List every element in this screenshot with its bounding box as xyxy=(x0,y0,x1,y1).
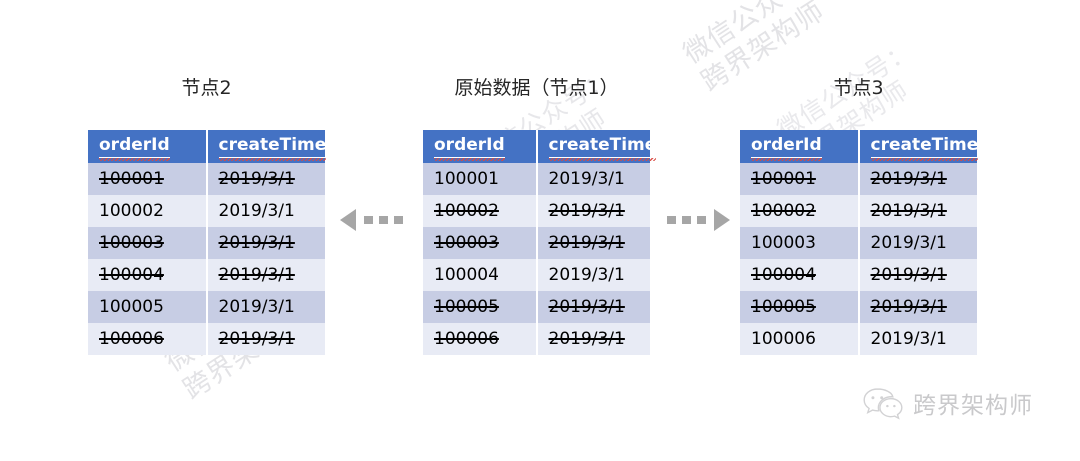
header-label: orderId xyxy=(751,135,822,161)
cell-orderid: 100002 xyxy=(740,195,860,227)
header-label: createTime xyxy=(218,135,327,161)
cell-orderid: 100005 xyxy=(423,291,538,323)
wechat-icon xyxy=(863,388,903,420)
cell-createtime: 2019/3/1 xyxy=(536,291,650,323)
cell-orderid: 100004 xyxy=(423,259,538,291)
cell-createtime: 2019/3/1 xyxy=(206,227,325,259)
header-label: createTime xyxy=(870,135,979,161)
column-header-orderid: orderId xyxy=(423,130,538,163)
column-header-createtime: createTime xyxy=(536,130,657,163)
header-label: createTime xyxy=(548,135,657,161)
cell-createtime: 2019/3/1 xyxy=(858,291,977,323)
cell-createtime: 2019/3/1 xyxy=(536,323,650,355)
arrow-dash xyxy=(697,216,706,224)
cell-createtime: 2019/3/1 xyxy=(858,163,977,195)
header-label: orderId xyxy=(434,135,505,161)
cell-orderid: 100002 xyxy=(88,195,208,227)
arrow-dash xyxy=(394,216,403,224)
arrow-head-right xyxy=(714,209,730,231)
brand-footer: 跨界架构师 xyxy=(862,386,1033,420)
cell-orderid: 100001 xyxy=(740,163,860,195)
cell-createtime: 2019/3/1 xyxy=(858,323,977,355)
cell-orderid: 100006 xyxy=(88,323,208,355)
column-header-orderid: orderId xyxy=(88,130,208,163)
panel-title-node3: 节点3 xyxy=(833,77,884,99)
column-header-createtime: createTime xyxy=(858,130,979,163)
cell-createtime: 2019/3/1 xyxy=(206,259,325,291)
arrow-dash xyxy=(364,216,373,224)
arrow-dash xyxy=(667,216,676,224)
cell-orderid: 100003 xyxy=(88,227,208,259)
header-label: orderId xyxy=(99,135,170,161)
cell-createtime: 2019/3/1 xyxy=(536,227,650,259)
panel-title-node2: 节点2 xyxy=(181,77,232,99)
cell-orderid: 100001 xyxy=(88,163,208,195)
cell-createtime: 2019/3/1 xyxy=(206,323,325,355)
cell-orderid: 100001 xyxy=(423,163,538,195)
arrow-dash xyxy=(682,216,691,224)
cell-orderid: 100004 xyxy=(88,259,208,291)
cell-createtime: 2019/3/1 xyxy=(536,259,650,291)
cell-createtime: 2019/3/1 xyxy=(206,195,325,227)
cell-orderid: 100006 xyxy=(740,323,860,355)
cell-createtime: 2019/3/1 xyxy=(206,163,325,195)
watermark-line1: 微信公众号： xyxy=(678,0,836,70)
dashed-arrow-left-icon xyxy=(340,209,406,231)
column-header-createtime: createTime xyxy=(206,130,327,163)
cell-orderid: 100003 xyxy=(740,227,860,259)
cell-orderid: 100002 xyxy=(423,195,538,227)
cell-createtime: 2019/3/1 xyxy=(858,259,977,291)
cell-orderid: 100005 xyxy=(740,291,860,323)
cell-createtime: 2019/3/1 xyxy=(858,195,977,227)
cell-createtime: 2019/3/1 xyxy=(536,195,650,227)
cell-createtime: 2019/3/1 xyxy=(858,227,977,259)
cell-createtime: 2019/3/1 xyxy=(206,291,325,323)
cell-orderid: 100004 xyxy=(740,259,860,291)
arrow-head-left xyxy=(340,209,356,231)
panel-title-node1: 原始数据（节点1） xyxy=(454,77,619,99)
brand-label: 跨界架构师 xyxy=(913,393,1033,419)
cell-orderid: 100006 xyxy=(423,323,538,355)
cell-createtime: 2019/3/1 xyxy=(536,163,650,195)
cell-orderid: 100005 xyxy=(88,291,208,323)
cell-orderid: 100003 xyxy=(423,227,538,259)
column-header-orderid: orderId xyxy=(740,130,860,163)
dashed-arrow-right-icon xyxy=(664,209,730,231)
arrow-dash xyxy=(379,216,388,224)
